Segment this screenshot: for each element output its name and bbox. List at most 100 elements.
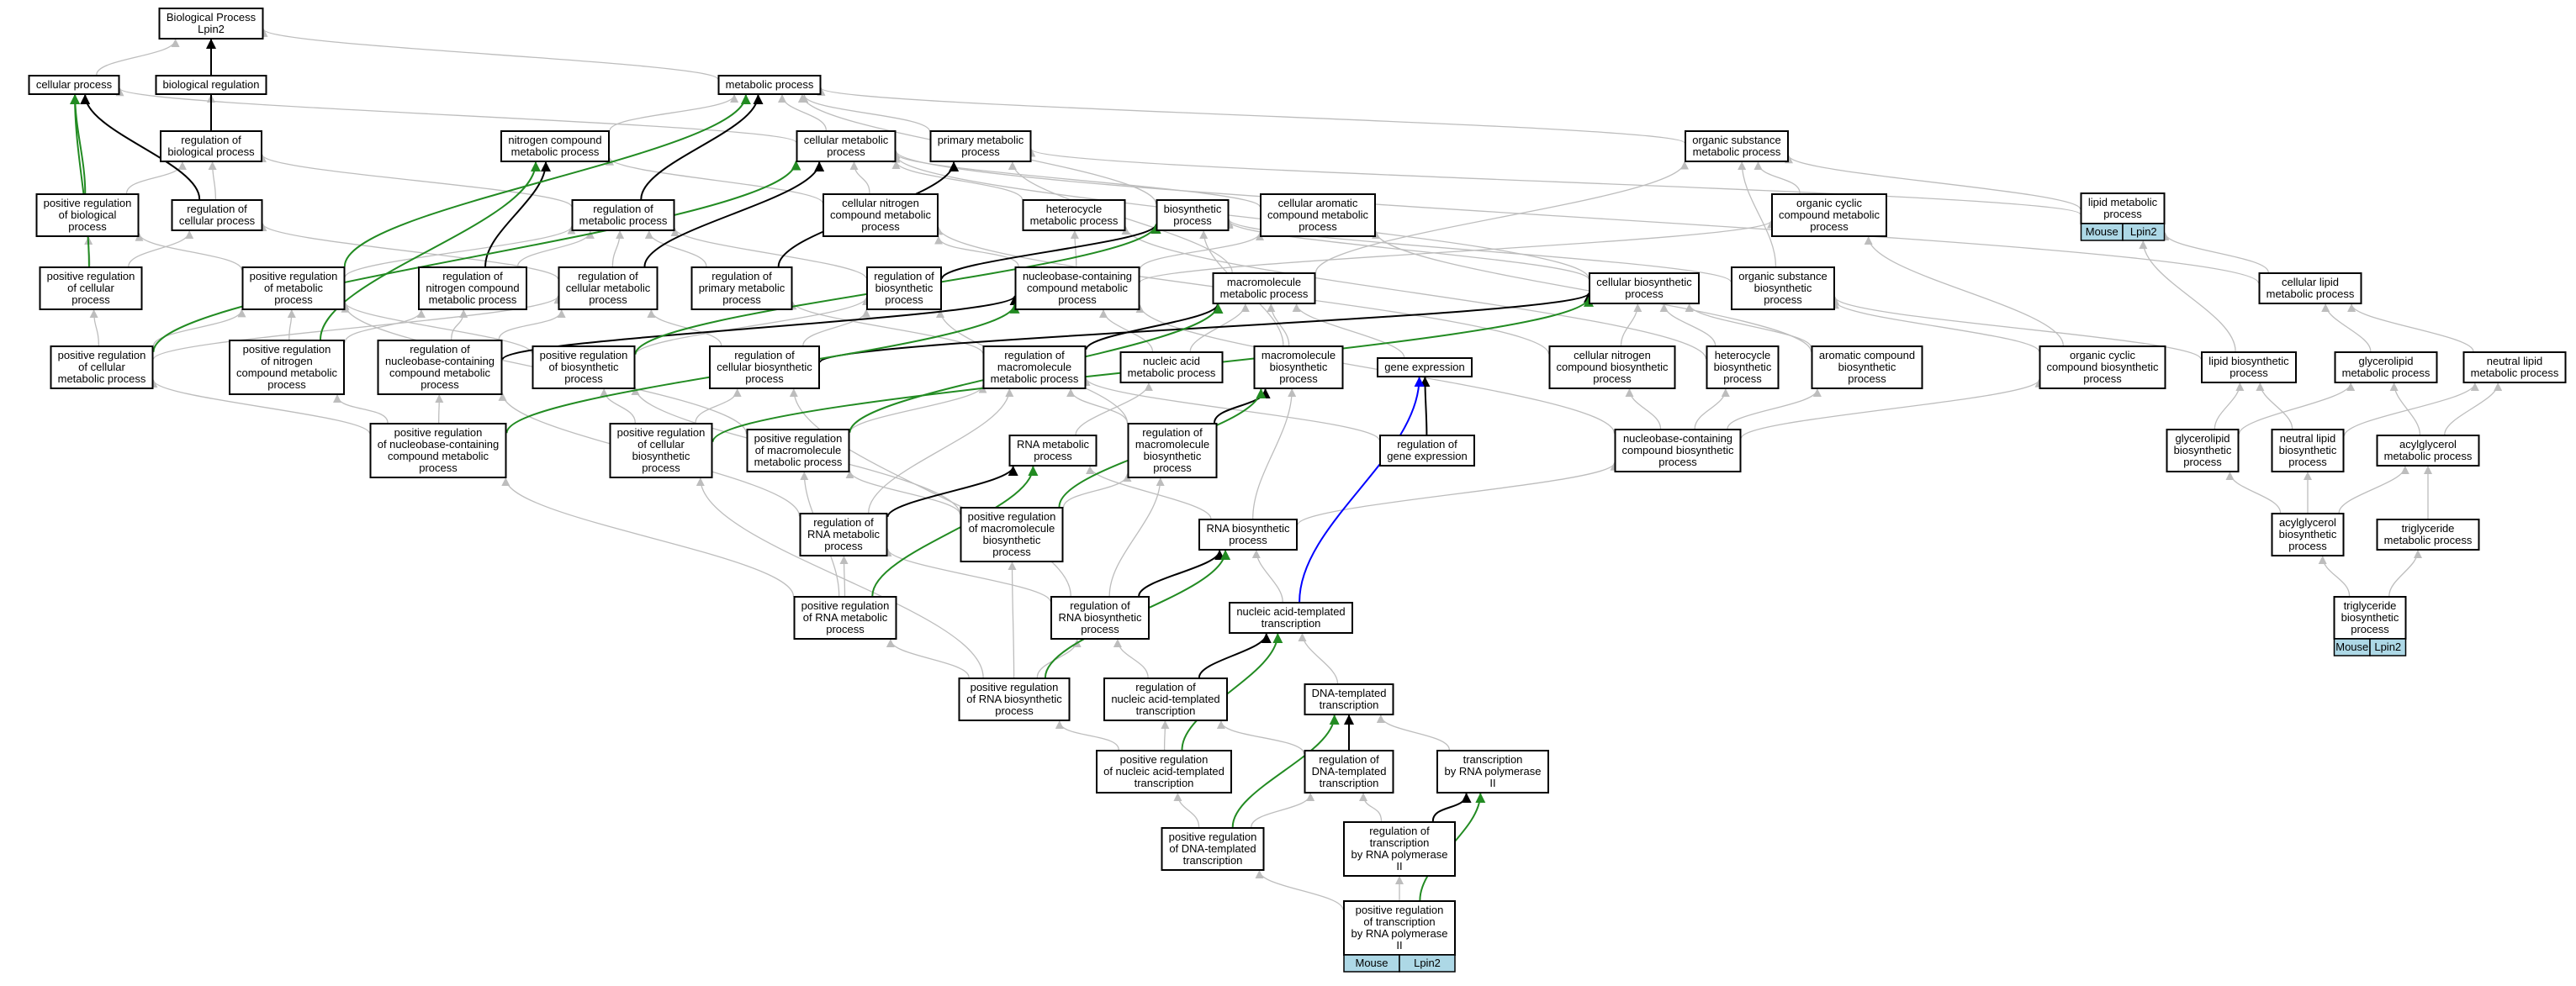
annotation-tag-lpin2: Lpin2 bbox=[2130, 225, 2157, 238]
go-term-box bbox=[746, 429, 850, 472]
edge-is-a-agbp-to-agmp bbox=[2338, 466, 2409, 514]
edge-is-a-hbp-to-hmp bbox=[1121, 226, 1707, 360]
edge-is-a-nlbp-to-lbp bbox=[2256, 382, 2293, 430]
edge-regulates-rnatt-to-natt bbox=[1198, 633, 1272, 678]
go-term-box bbox=[155, 75, 267, 95]
edge-is-a-natt-to-rnabp bbox=[1251, 550, 1283, 603]
edge-is-a-rbsp-to-rmp bbox=[670, 228, 867, 279]
go-term-box bbox=[1614, 429, 1742, 472]
go-term-box bbox=[50, 345, 154, 389]
go-term-node-breg[interactable]: biological regulation bbox=[155, 75, 267, 95]
edge-regulates-rge-to-ge bbox=[1420, 377, 1431, 435]
edge-positively-regulates-prmp-to-mp bbox=[343, 94, 751, 267]
go-term-box bbox=[171, 199, 263, 231]
go-term-node-ge[interactable]: gene expression bbox=[1377, 357, 1473, 377]
go-term-node-mp[interactable]: metabolic process bbox=[717, 75, 822, 95]
go-term-node-cp[interactable]: cellular process bbox=[28, 75, 120, 95]
annotation-tag-box bbox=[2122, 223, 2166, 241]
edge-is-a-mp-to-root bbox=[259, 28, 719, 80]
go-term-box bbox=[571, 199, 675, 231]
edge-is-a-rmp-to-rbp bbox=[258, 154, 573, 208]
edge-is-a-rnatt-to-rrnabp bbox=[1113, 639, 1149, 678]
go-term-label: metabolic process bbox=[726, 78, 814, 91]
edge-is-a-prmmp-to-rmmp bbox=[849, 384, 987, 433]
go-term-box bbox=[1343, 821, 1456, 877]
go-term-box bbox=[1212, 272, 1316, 304]
